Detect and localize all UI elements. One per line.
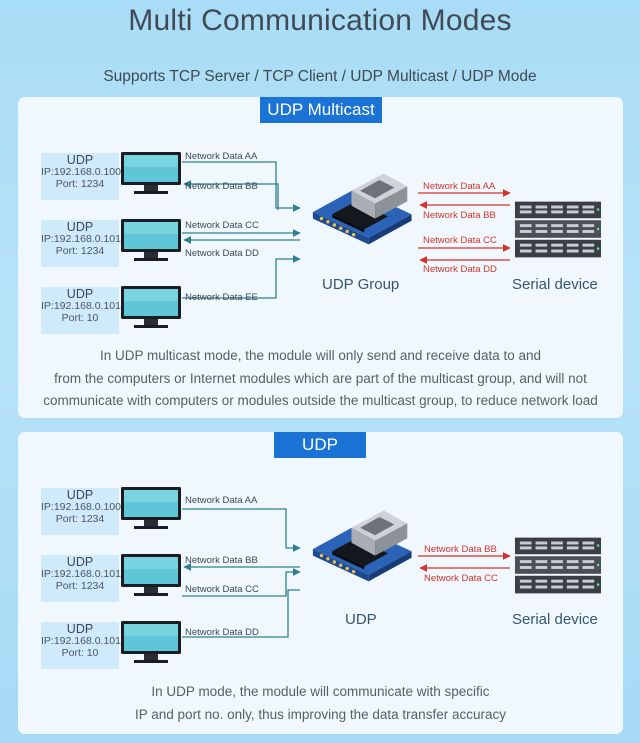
serial-link-label: Network Data AA: [423, 181, 496, 192]
udp-caption: In UDP mode, the module will communicate…: [135, 684, 506, 722]
device-label: Serial device: [512, 611, 598, 628]
serial-link-label: Network Data BB: [423, 210, 496, 221]
pc-label-1: UDP IP:192.168.0.100 Port: 1234: [41, 153, 121, 200]
multicast-badge: UDP Multicast: [260, 97, 382, 123]
monitor-icon: [121, 621, 181, 663]
module-label: UDP: [345, 611, 377, 628]
multicast-caption: In UDP multicast mode, the module will o…: [43, 348, 598, 408]
pc-label-2: UDP IP:192.168.0.101 Port: 1234: [41, 220, 121, 267]
page-title: Multi Communication Modes: [128, 4, 512, 37]
link-cc: [182, 568, 301, 597]
monitor-icon: [121, 286, 181, 328]
link-ee: [182, 255, 301, 299]
server-rack-icon: [514, 537, 602, 594]
pc-label-2: UDP IP:192.168.0.101 Port: 1234: [41, 555, 121, 602]
link-label: Network Data DD: [185, 627, 259, 638]
module-label: UDP Group: [322, 276, 399, 293]
link-aa: [182, 161, 301, 212]
ethernet-module-icon: [312, 510, 412, 582]
multicast-diagram: Network Data AA Network Data BB Network …: [121, 151, 602, 328]
pc-label-3: UDP IP:192.168.0.101 Port: 10: [41, 622, 121, 669]
link-label: Network Data AA: [185, 495, 258, 506]
device-label: Serial device: [512, 276, 598, 293]
link-label: Network Data AA: [185, 151, 258, 162]
link-aa: [182, 508, 301, 552]
link-label: Network Data BB: [185, 555, 258, 566]
link-label: Network Data BB: [185, 181, 258, 192]
serial-link-label: Network Data CC: [424, 573, 498, 584]
page-subtitle: Supports TCP Server / TCP Client / UDP M…: [103, 68, 537, 85]
pc-label-3: UDP IP:192.168.0.101 Port: 10: [41, 287, 121, 334]
serial-link-label: Network Data BB: [424, 544, 497, 555]
multicast-panel: UDP Multicast UDP IP:192.168.0.100 Port:…: [18, 97, 623, 418]
pc-label-1: UDP IP:192.168.0.100 Port: 1234: [41, 488, 121, 535]
server-rack-icon: [514, 201, 602, 258]
link-dd: [182, 589, 300, 638]
link-label: Network Data CC: [185, 220, 259, 231]
monitor-icon: [121, 487, 181, 529]
monitor-icon: [121, 554, 181, 596]
monitor-icon: [121, 219, 181, 261]
link-label: Network Data EE: [185, 292, 258, 303]
monitor-icon: [121, 152, 181, 194]
link-label: Network Data DD: [185, 248, 259, 259]
udp-diagram: Network Data AA Network Data BB Network …: [121, 487, 602, 663]
serial-link-label: Network Data CC: [423, 235, 497, 246]
udp-panel: UDP UDP IP:192.168.0.100 Port: 1234 UDP …: [18, 432, 623, 734]
ethernet-module-icon: [312, 173, 412, 245]
udp-badge: UDP: [274, 432, 366, 458]
serial-link-label: Network Data DD: [423, 264, 497, 275]
link-bb: [183, 180, 279, 210]
link-label: Network Data CC: [185, 584, 259, 595]
